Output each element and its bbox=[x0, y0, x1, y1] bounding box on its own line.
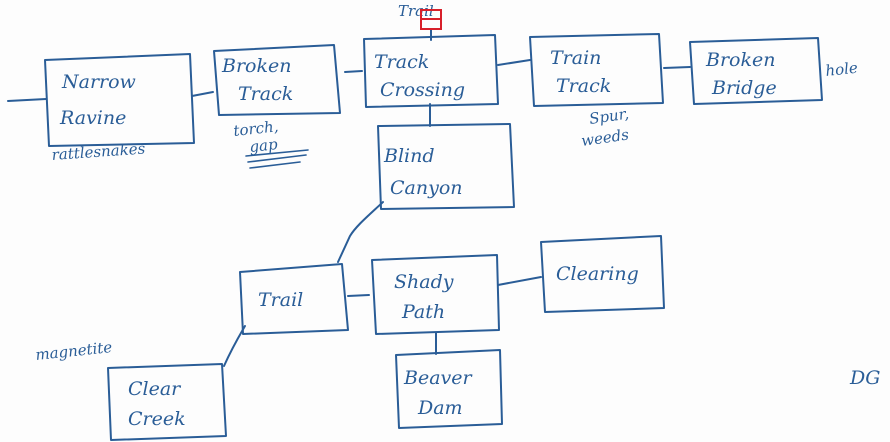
room-box bbox=[107, 363, 227, 441]
room-label-line-1: Clear bbox=[128, 378, 182, 400]
train-track-note: Spur, weeds bbox=[580, 105, 630, 150]
room-box bbox=[529, 33, 664, 107]
room-label-line-1: Beaver bbox=[403, 367, 474, 389]
room-broken-track: Broken Track bbox=[213, 44, 341, 116]
room-track-crossing: Track Crossing bbox=[363, 34, 499, 108]
room-label-line-2: Crossing bbox=[380, 79, 465, 101]
link-narrow-ravine-broken-track bbox=[191, 91, 214, 97]
link-blind-canyon-trail bbox=[337, 201, 384, 263]
room-box bbox=[371, 254, 500, 335]
trail-marker-label: Trail bbox=[398, 2, 434, 20]
room-box bbox=[377, 123, 515, 210]
hole-note: hole bbox=[825, 59, 859, 80]
room-label-line-1: Blind bbox=[383, 145, 435, 167]
room-label-line-2: Track bbox=[238, 83, 293, 105]
room-box bbox=[363, 34, 499, 108]
room-box bbox=[213, 44, 341, 116]
room-label-line-2: Bridge bbox=[711, 77, 777, 99]
room-clearing: Clearing bbox=[540, 235, 665, 313]
room-label-line-1: Broken bbox=[221, 55, 291, 77]
room-box bbox=[239, 263, 349, 335]
room-label-line-2: Canyon bbox=[390, 177, 463, 199]
room-label: Clearing bbox=[556, 263, 639, 285]
room-box bbox=[540, 235, 665, 313]
room-label-line-1: Train bbox=[550, 47, 601, 69]
train-track-note-line-1: Spur, bbox=[588, 105, 630, 128]
room-label: Trail bbox=[258, 289, 303, 311]
room-label-line-1: Track bbox=[374, 51, 429, 73]
link-trail-shady-path bbox=[347, 294, 370, 297]
room-trail: Trail bbox=[239, 263, 349, 335]
room-narrow-ravine: Narrow Ravine bbox=[44, 53, 195, 147]
room-label-line-2: Dam bbox=[417, 397, 463, 419]
room-clear-creek: Clear Creek bbox=[107, 363, 227, 441]
broken-track-note-line-2: gap bbox=[249, 135, 279, 156]
room-label-line-2: Path bbox=[401, 301, 445, 323]
rattlesnakes-note: rattlesnakes bbox=[51, 139, 146, 164]
room-label-line-1: Broken bbox=[705, 49, 775, 71]
link-trail-clear-creek bbox=[223, 325, 246, 367]
scribble-mark bbox=[245, 149, 309, 169]
room-shady-path: Shady Path bbox=[371, 254, 500, 335]
link-train-track-broken-bridge bbox=[663, 66, 691, 69]
room-beaver-dam: Beaver Dam bbox=[395, 349, 503, 429]
room-label-line-2: Ravine bbox=[59, 107, 126, 129]
room-label-line-1: Narrow bbox=[61, 71, 136, 93]
room-box bbox=[689, 37, 823, 105]
link-edge-narrow-ravine bbox=[7, 98, 47, 102]
trail-marker: Trail bbox=[398, 2, 442, 30]
room-broken-bridge: Broken Bridge bbox=[689, 37, 823, 105]
link-track-crossing-train-track bbox=[497, 59, 531, 66]
room-train-track: Train Track bbox=[529, 33, 664, 107]
room-label-line-2: Track bbox=[556, 75, 611, 97]
room-label-line-2: Creek bbox=[128, 408, 186, 430]
room-box bbox=[395, 349, 503, 429]
corner-mark: DG bbox=[849, 367, 880, 389]
link-shady-path-clearing bbox=[497, 276, 542, 286]
link-broken-track-track-crossing bbox=[344, 70, 363, 73]
magnetite-note: magnetite bbox=[35, 338, 114, 364]
room-label-line-1: Shady bbox=[394, 271, 454, 293]
broken-track-note: torch, gap bbox=[233, 117, 309, 169]
broken-track-note-line-1: torch, bbox=[233, 117, 280, 140]
room-blind-canyon: Blind Canyon bbox=[377, 123, 515, 210]
train-track-note-line-2: weeds bbox=[580, 125, 630, 150]
room-box bbox=[44, 53, 195, 147]
